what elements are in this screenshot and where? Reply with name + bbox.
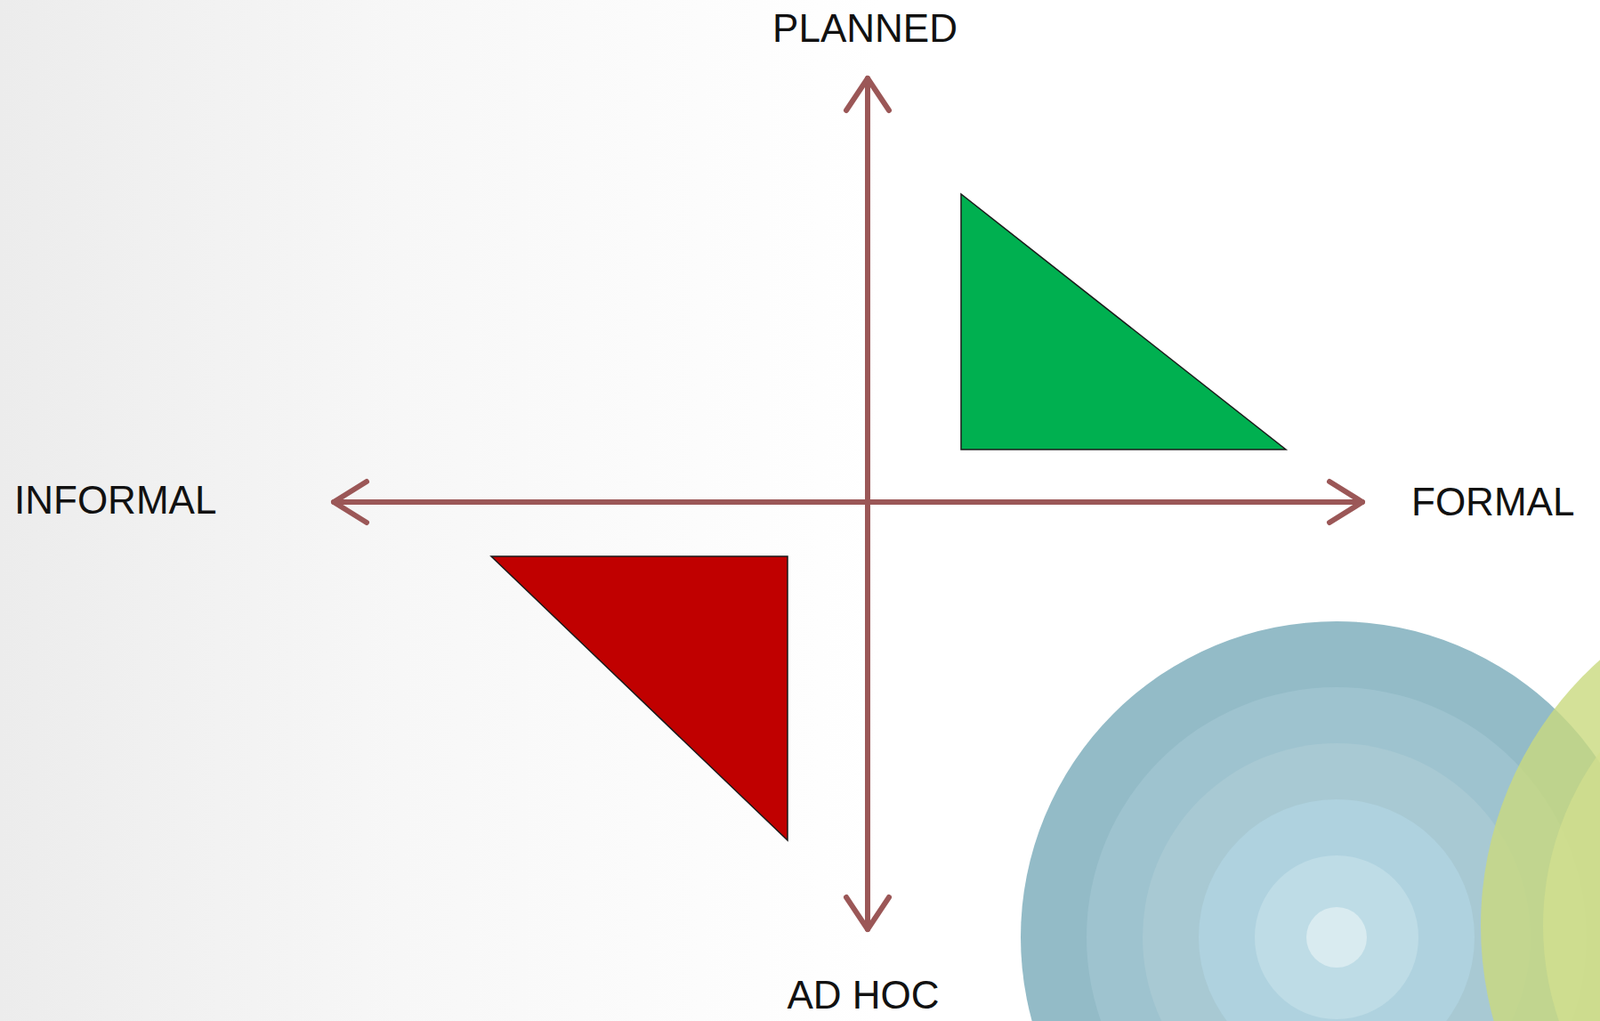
axis-label: FORMAL xyxy=(1411,482,1575,522)
axis-label: AD HOC xyxy=(786,975,939,1015)
decor-circles xyxy=(1020,569,1600,1021)
axes xyxy=(333,78,1363,930)
axis-label: INFORMAL xyxy=(14,480,217,520)
red-triangle xyxy=(491,556,788,841)
green-triangle xyxy=(961,193,1286,450)
axis-label: PLANNED xyxy=(772,8,958,49)
